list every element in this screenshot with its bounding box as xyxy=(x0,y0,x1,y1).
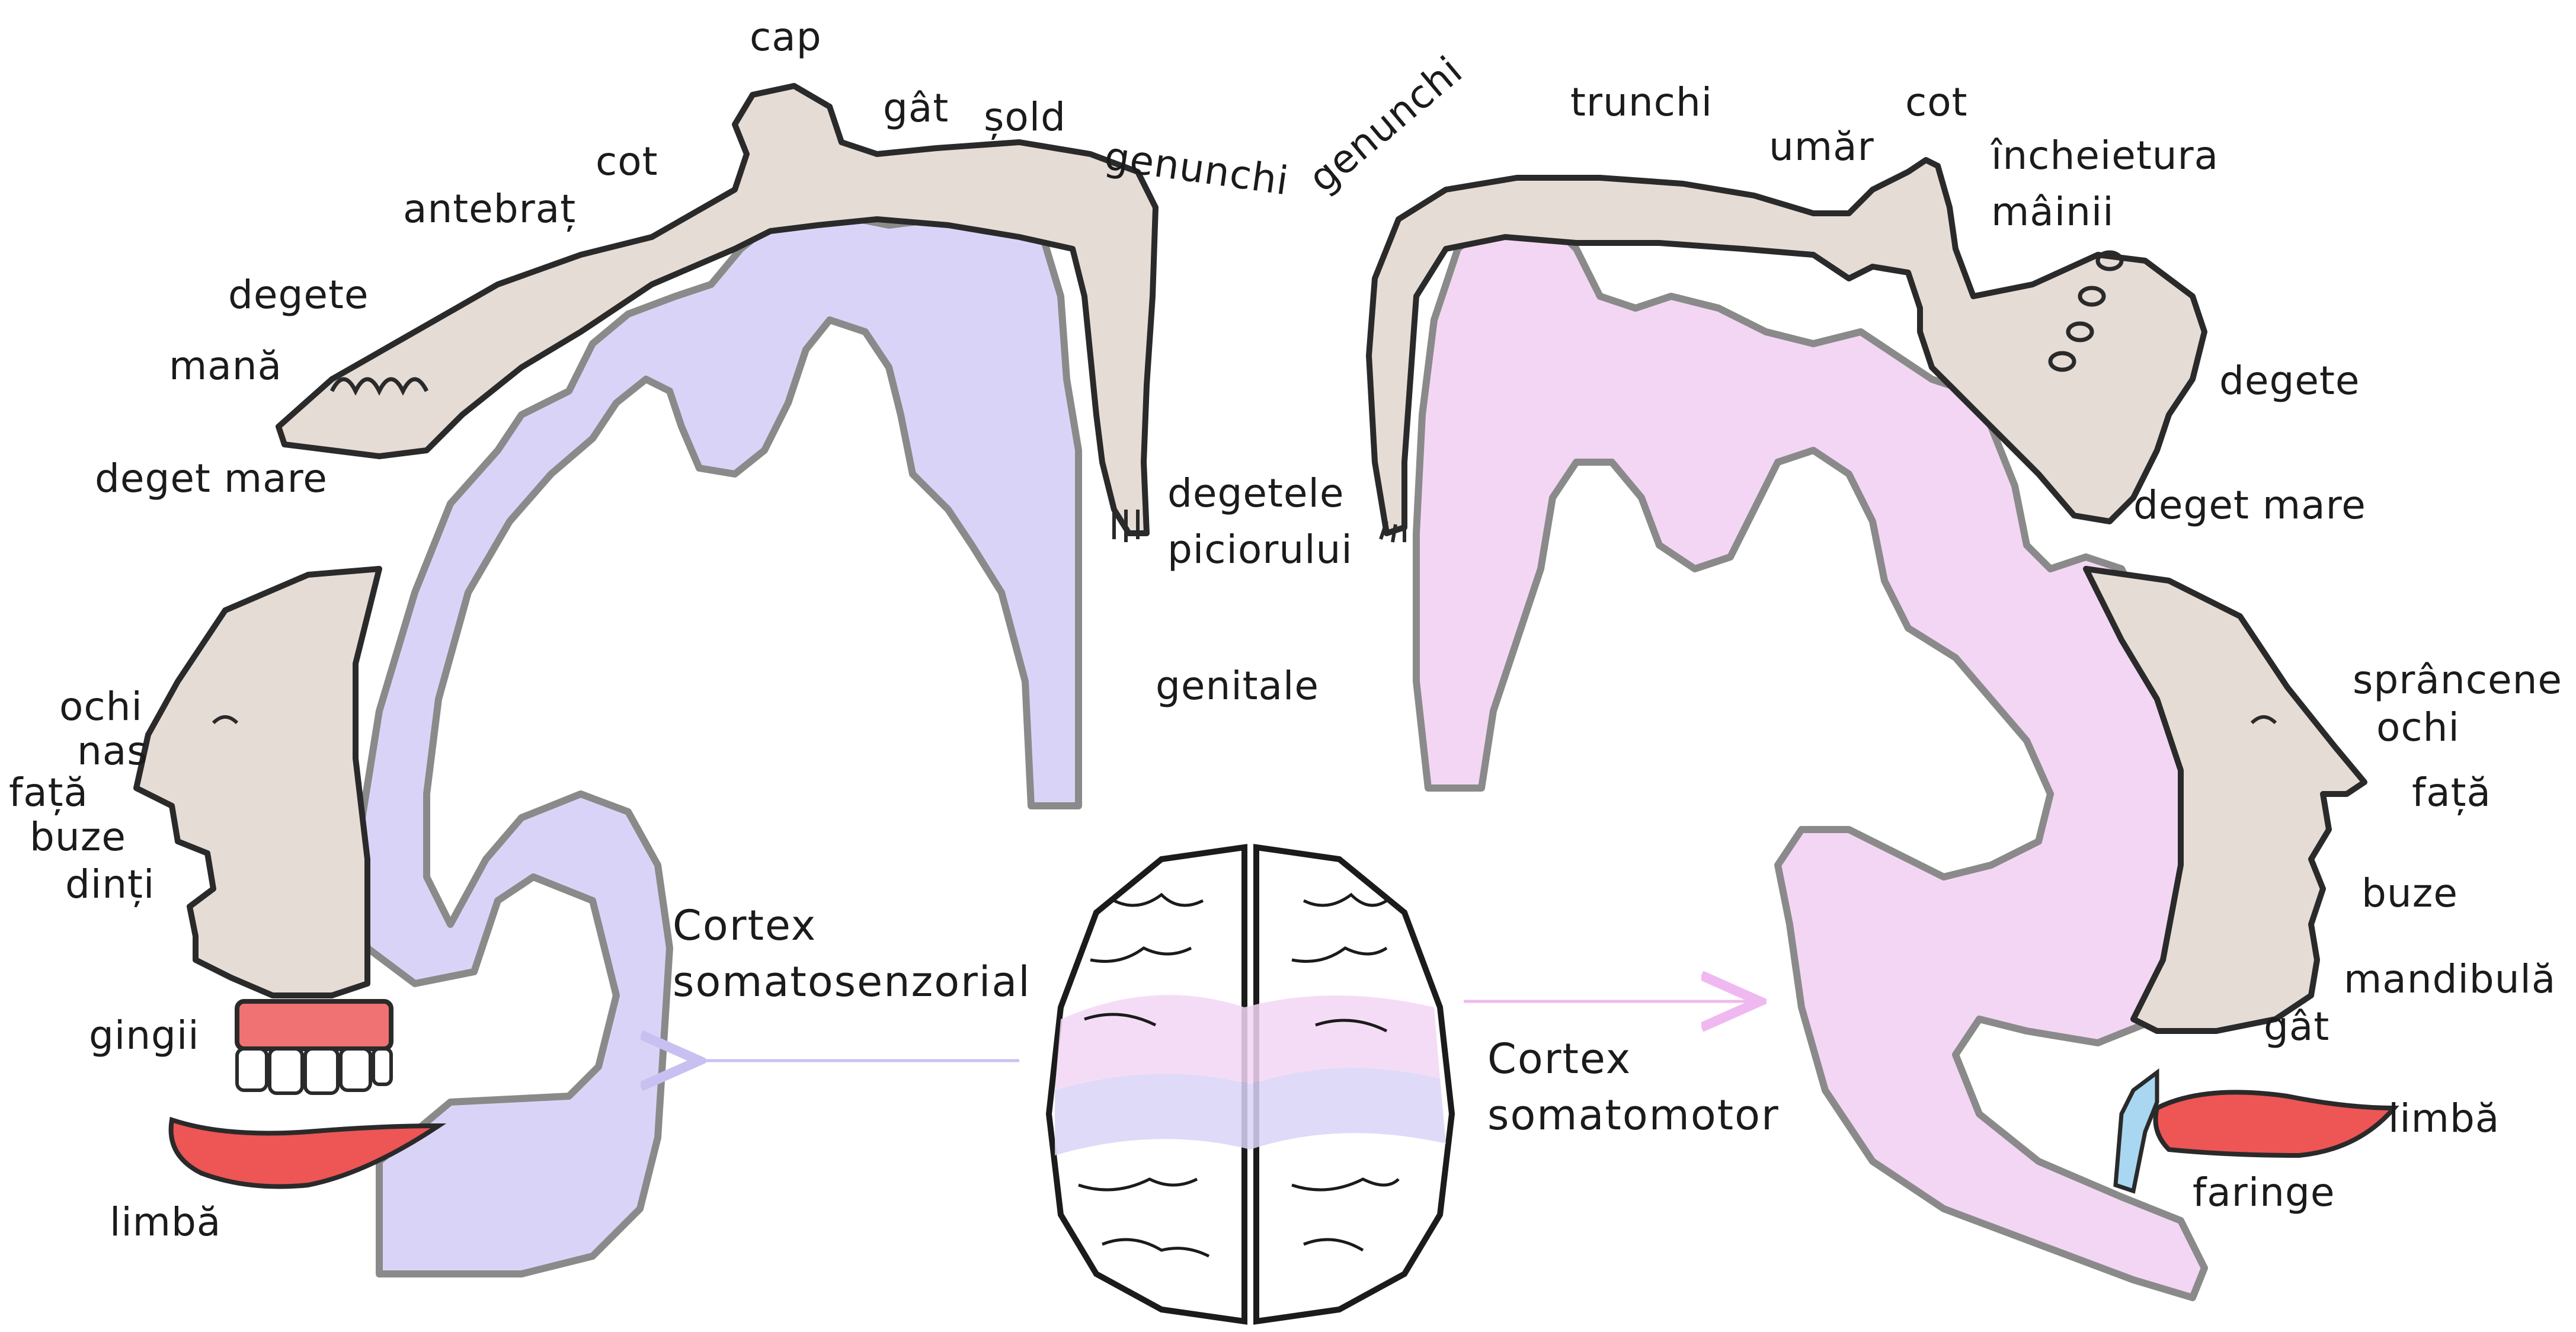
label-cot-left: cot xyxy=(596,139,658,184)
homunculus-motor-icon xyxy=(1366,157,2207,543)
label-sprancene: sprâncene xyxy=(2353,657,2563,703)
label-cap: cap xyxy=(750,14,822,60)
sensory-tongue xyxy=(168,1116,447,1189)
label-limba-right: limbă xyxy=(2388,1096,2500,1141)
motor-face xyxy=(2083,566,2367,1034)
label-umar: umăr xyxy=(1769,124,1874,169)
label-buze-left: buze xyxy=(30,814,126,860)
motor-cortex-label: Cortex somatomotor xyxy=(1487,1031,1780,1143)
label-mandibula: mandibulă xyxy=(2344,956,2556,1002)
gums xyxy=(235,999,393,1095)
label-mainii: mâinii xyxy=(1991,189,2114,235)
motor-cortex-strip xyxy=(1413,210,2220,1301)
label-gat: gât xyxy=(883,85,949,131)
label-ochi-right: ochi xyxy=(2376,705,2460,750)
label-genitale: genitale xyxy=(1156,663,1319,709)
label-ochi-left: ochi xyxy=(59,684,143,729)
pharynx xyxy=(2113,1068,2159,1194)
label-fata-right: față xyxy=(2412,770,2492,815)
label-cot-right: cot xyxy=(1905,79,1968,125)
label-degete-left: degete xyxy=(228,272,369,318)
label-gat-right: gât xyxy=(2264,1004,2330,1049)
label-buze-right: buze xyxy=(2361,870,2458,916)
label-gingii: gingii xyxy=(89,1013,200,1058)
sensory-cortex-label: Cortex somatosenzorial xyxy=(673,898,1031,1010)
label-incheietura: încheietura xyxy=(1991,133,2219,178)
label-fata-left: față xyxy=(9,770,89,815)
label-trunchi: trunchi xyxy=(1570,79,1713,125)
label-limba-left: limbă xyxy=(110,1199,222,1245)
label-piciorului: piciorului xyxy=(1167,527,1353,572)
brain-top-view-icon xyxy=(1045,844,1455,1325)
label-sold: șold xyxy=(984,94,1066,140)
sensory-cortex-label-line2: somatosenzorial xyxy=(673,957,1031,1006)
label-degetele: degetele xyxy=(1167,470,1345,516)
label-deget-mare-right: deget mare xyxy=(2133,482,2366,528)
label-nas: nas xyxy=(77,728,148,774)
motor-tongue xyxy=(2153,1090,2399,1158)
label-dinti: dinți xyxy=(65,862,155,907)
label-degete-right: degete xyxy=(2219,358,2360,404)
label-deget-mare-left: deget mare xyxy=(95,456,328,501)
sensory-face xyxy=(133,566,382,998)
motor-cortex-label-line1: Cortex xyxy=(1487,1035,1632,1083)
sensory-cortex-label-line1: Cortex xyxy=(673,901,817,950)
label-mana: mană xyxy=(169,343,283,389)
motor-cortex-label-line2: somatomotor xyxy=(1487,1090,1780,1139)
label-antebrat: antebraț xyxy=(403,186,577,232)
label-faringe: faringe xyxy=(2193,1170,2335,1215)
homunculus-sensory-icon xyxy=(276,83,1159,542)
